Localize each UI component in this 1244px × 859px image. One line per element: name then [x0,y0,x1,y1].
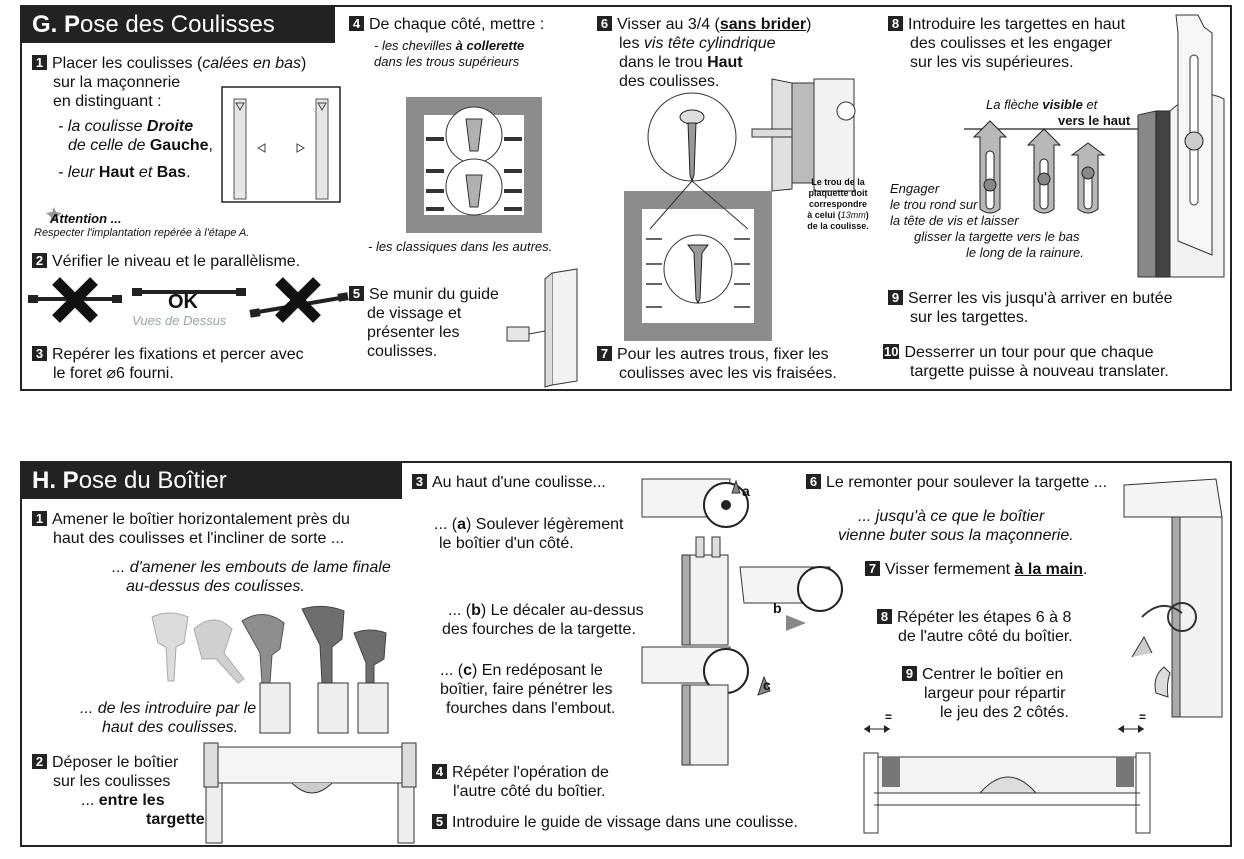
g-step6-note: Le trou de la plaquette doit correspondr… [807,177,869,231]
g-step1-line2: sur la maçonnerie [53,74,181,91]
h-step2-line3: ... entre les [81,792,165,809]
section-h-title: H. Pose du Boîtier [22,463,402,499]
g-step8-line3: sur les vis supérieures. [910,54,1074,71]
g-rail-targette-figure [1137,14,1225,278]
h-step4-line2: l'autre côté du boîtier. [453,783,606,800]
g-anchors-figure [406,97,542,233]
g-rails-figure [221,86,341,203]
h-eq-right: = [1139,710,1147,724]
h-step1-sub4: haut des coulisses. [102,719,239,736]
g-screw-figure [624,78,856,341]
section-g-title: G. Pose des Coulisses [22,7,335,43]
g-step8-engage4: glisser la targette vers le bas [914,229,1080,244]
h-fig-label-b: b [773,600,782,616]
g-step8-engage2: le trou rond sur [890,197,978,212]
g-step1-bullet2: - leur Haut et Bas. [58,164,191,181]
section-g-title-text: ose des Coulisses [80,11,275,38]
g-views-label: Vues de Dessus [132,313,227,328]
g-step5-line4: coulisses. [367,343,438,360]
h-step2-line2: sur les coulisses [53,773,171,790]
warning-icon [46,207,62,228]
g-step8-line2: des coulisses et les engager [910,35,1112,52]
h-step6-figure [1123,478,1223,718]
h-box-rails-figure [203,742,417,844]
h-step3-c2: boîtier, faire pénétrer les [440,681,613,698]
g-step9-line2: sur les targettes. [910,309,1029,326]
g-step8-arrow-note1: La flèche visible et [986,97,1098,112]
g-ok-label: OK [168,291,198,313]
g-step4-sub1b: dans les trous supérieurs [374,54,520,69]
g-step5-line2: de vissage et [367,305,462,322]
h-fig-label-c: c [763,677,771,693]
g-step10-line2: targette puisse à nouveau translater. [910,363,1169,380]
h-step8-line2: de l'autre côté du boîtier. [898,628,1073,645]
h-step3-figure [641,478,843,766]
g-step8-engage1: Engager [890,181,940,196]
g-level-figure [28,277,349,323]
section-h-title-text: ose du Boîtier [78,467,227,494]
g-step8-arrow-note2: vers le haut [1058,113,1131,128]
h-endcaps-figure [151,605,389,734]
h-step3-c3: fourches dans l'embout. [446,700,616,717]
g-step7-line2: coulisses avec les vis fraisées. [619,365,837,382]
h-step1-line2: haut des coulisses et l'incliner de sort… [53,530,345,547]
h-step3-a1: ... (a) Soulever légèrement [434,516,624,533]
g-step6-line3: dans le trou Haut [619,54,743,71]
g-step4-sub1: - les chevilles à collerette [374,38,525,53]
h-step2-line4: targettes. [146,811,219,828]
g-step1-bullet1b: de celle de Gauche, [68,137,213,154]
h-step6-sub1: ... jusqu'à ce que le boîtier [858,508,1045,525]
g-step6-line4: des coulisses. [619,73,720,90]
g-step5-line3: présenter les [367,324,460,341]
g-step1-bullet1: - la coulisse Droite [58,118,194,135]
h-step6-sub2: vienne buter sous la maçonnerie. [838,527,1074,544]
h-eq-left: = [885,710,893,724]
h-step1-sub3: ... de les introduire par le [80,700,257,717]
h-step3-a2: le boîtier d'un côté. [439,535,574,552]
h-fig-label-a: a [742,483,750,499]
h-step3-b2: des fourches de la targette. [442,621,636,638]
g-attention-text: Respecter l'implantation repérée à l'éta… [34,227,250,239]
g-step6-line2: les vis tête cylindrique [619,35,776,52]
h-step1-sub2: au-dessus des coulisses. [126,578,305,595]
g-step3-line2: le foret ⌀6 fourni. [53,365,174,382]
g-step4-sub2: - les classiques dans les autres. [368,239,553,254]
h-step3-b1: ... (b) Le décaler au-dessus [448,602,644,619]
g-guide-figure [506,268,578,388]
g-step8-engage3: la tête de vis et laisser [890,213,1019,228]
g-attention-title: Attention ... [50,211,122,226]
h-step9-line2: largeur pour répartir [924,685,1066,702]
h-step9-figure [863,725,1151,834]
h-step1-sub1: ... d'amener les embouts de lame finale [112,559,391,576]
h-step3-c1: ... (c) En redéposant le [440,662,603,679]
g-targettes-figure [964,120,1142,214]
h-step9-line3: le jeu des 2 côtés. [940,704,1069,721]
g-step1-line3: en distinguant : [53,93,162,110]
g-step8-engage5: le long de la rainure. [966,245,1084,260]
